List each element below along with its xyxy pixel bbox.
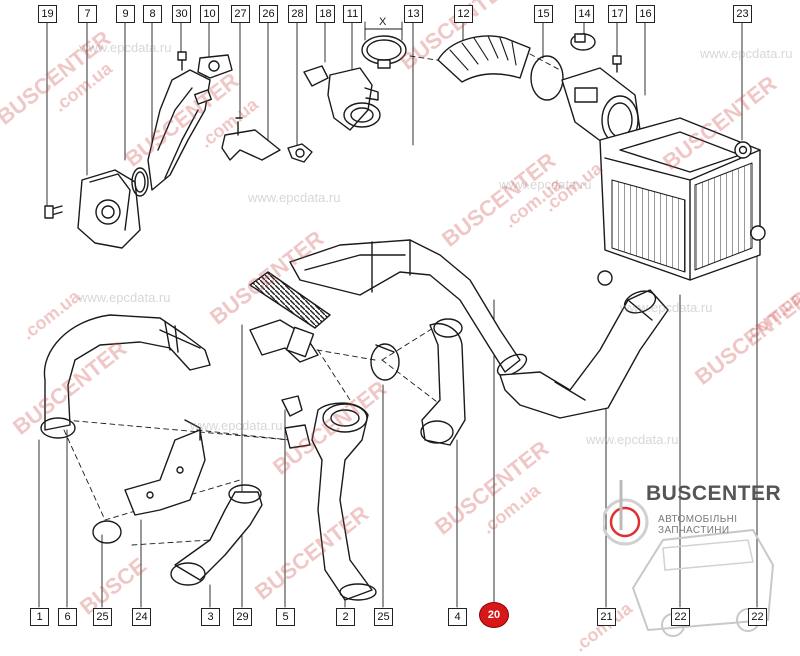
air-intake-hose-12 (437, 35, 531, 83)
gasket-9 (131, 167, 149, 197)
assembly-lines (63, 53, 561, 546)
callout-11[interactable]: 11 (343, 5, 362, 23)
callout-9[interactable]: 9 (116, 5, 135, 23)
o-ring-15 (530, 55, 564, 101)
charge-air-hose-21 (499, 289, 669, 419)
callout-20-highlighted[interactable]: 20 (479, 602, 509, 628)
dimension-label: X (379, 16, 387, 28)
bypass-valve-part (327, 67, 381, 131)
callout-27[interactable]: 27 (231, 5, 250, 23)
charge-air-hose-20 (289, 239, 528, 377)
intake-manifold-part (147, 69, 212, 191)
intercooler-unit (599, 117, 761, 281)
callout-16[interactable]: 16 (636, 5, 655, 23)
callout-8[interactable]: 8 (143, 5, 162, 23)
callout-29[interactable]: 29 (233, 608, 252, 626)
callout-2[interactable]: 2 (336, 608, 355, 626)
mounting-bracket-24 (124, 419, 206, 516)
callout-22[interactable]: 22 (671, 608, 690, 626)
callout-15[interactable]: 15 (534, 5, 553, 23)
callout-6[interactable]: 6 (58, 608, 77, 626)
long-hose-1 (40, 314, 211, 439)
callout-13[interactable]: 13 (404, 5, 423, 23)
callout-23[interactable]: 23 (733, 5, 752, 23)
brand-name: BUSCENTER (646, 482, 782, 505)
vertical-hose-2 (311, 402, 377, 601)
callout-25[interactable]: 25 (374, 608, 393, 626)
callout-10[interactable]: 10 (200, 5, 219, 23)
callout-28[interactable]: 28 (288, 5, 307, 23)
callout-14[interactable]: 14 (575, 5, 594, 23)
callout-7[interactable]: 7 (78, 5, 97, 23)
callout-17[interactable]: 17 (608, 5, 627, 23)
callout-3[interactable]: 3 (201, 608, 220, 626)
callout-30[interactable]: 30 (172, 5, 191, 23)
buscenter-logo (603, 480, 775, 637)
elbow-hose-4 (420, 318, 466, 446)
callout-1[interactable]: 1 (30, 608, 49, 626)
corrugated-pipe-29 (249, 271, 331, 329)
callout-4[interactable]: 4 (448, 608, 467, 626)
callout-19[interactable]: 19 (38, 5, 57, 23)
callout-5[interactable]: 5 (276, 608, 295, 626)
callout-22[interactable]: 22 (748, 608, 767, 626)
brand-subtitle: АВТОМОБІЛЬНІ ЗАПЧАСТИНИ (658, 514, 738, 536)
callout-12[interactable]: 12 (454, 5, 473, 23)
connector-hose-6 (249, 319, 319, 363)
throttle-body-part (44, 169, 141, 249)
short-hose-3 (170, 484, 263, 586)
callout-26[interactable]: 26 (259, 5, 278, 23)
callout-21[interactable]: 21 (597, 608, 616, 626)
clamp-25-upper (370, 343, 400, 381)
callout-24[interactable]: 24 (132, 608, 151, 626)
callout-18[interactable]: 18 (316, 5, 335, 23)
callout-25[interactable]: 25 (93, 608, 112, 626)
clamp-25-lower (92, 520, 122, 544)
